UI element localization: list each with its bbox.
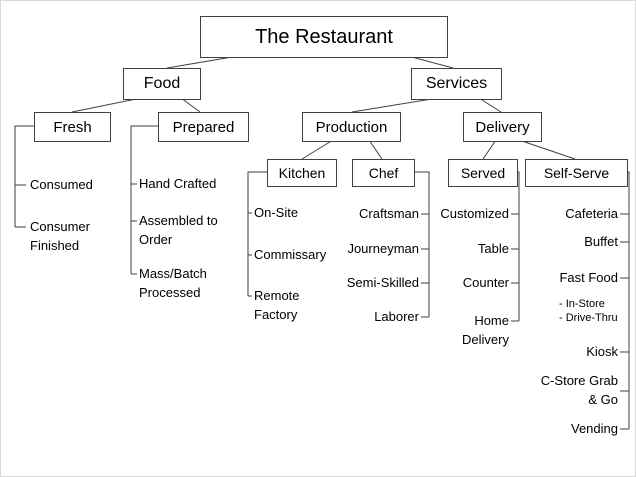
leaf-assembled-to-order: Assembled to Order [139,213,218,247]
node-served: Served [448,159,518,187]
leaf-consumed: Consumed [30,177,93,192]
node-self-serve: Self-Serve [525,159,628,187]
node-the-restaurant: The Restaurant [200,16,448,58]
leaf-on-site: On-Site [254,205,299,220]
node-kitchen: Kitchen [267,159,337,187]
leaf-fast-food: Fast Food [559,270,618,285]
leaf-kiosk: Kiosk [586,344,618,359]
leaf-vending: Vending [571,421,618,436]
leaf-buffet: Buffet [584,234,618,249]
leaf-customized: Customized [440,206,509,221]
leaf-mass-batch-processed: Mass/Batch Processed [139,266,207,300]
leaf-semi-skilled: Semi-Skilled [346,275,419,290]
node-fresh: Fresh [34,112,111,142]
node-food: Food [123,68,201,100]
node-production: Production [302,112,401,142]
node-chef: Chef [352,159,415,187]
leaf-craftsman: Craftsman [359,206,419,221]
leaf-fast-food-in-store: - In-Store [559,298,605,310]
leaf-consumer-finished: Consumer Finished [30,219,90,253]
leaf-fast-food-drive-thru: - Drive-Thru [559,312,618,324]
leaf-cafeteria: Cafeteria [565,206,618,221]
leaf-laborer: Laborer [374,309,419,324]
leaf-table: Table [477,241,509,256]
node-services: Services [411,68,502,100]
leaf-counter: Counter [462,275,509,290]
leaf-hand-crafted: Hand Crafted [139,176,217,191]
leaf-home-delivery: Home Delivery [462,313,509,347]
leaf-remote-factory: Remote Factory [254,288,300,322]
node-delivery: Delivery [463,112,542,142]
node-prepared: Prepared [158,112,249,142]
leaf-journeyman: Journeyman [347,241,419,256]
leaf-c-store-grab-and-go: C-Store Grab & Go [540,373,618,407]
leaf-commissary: Commissary [254,247,327,262]
